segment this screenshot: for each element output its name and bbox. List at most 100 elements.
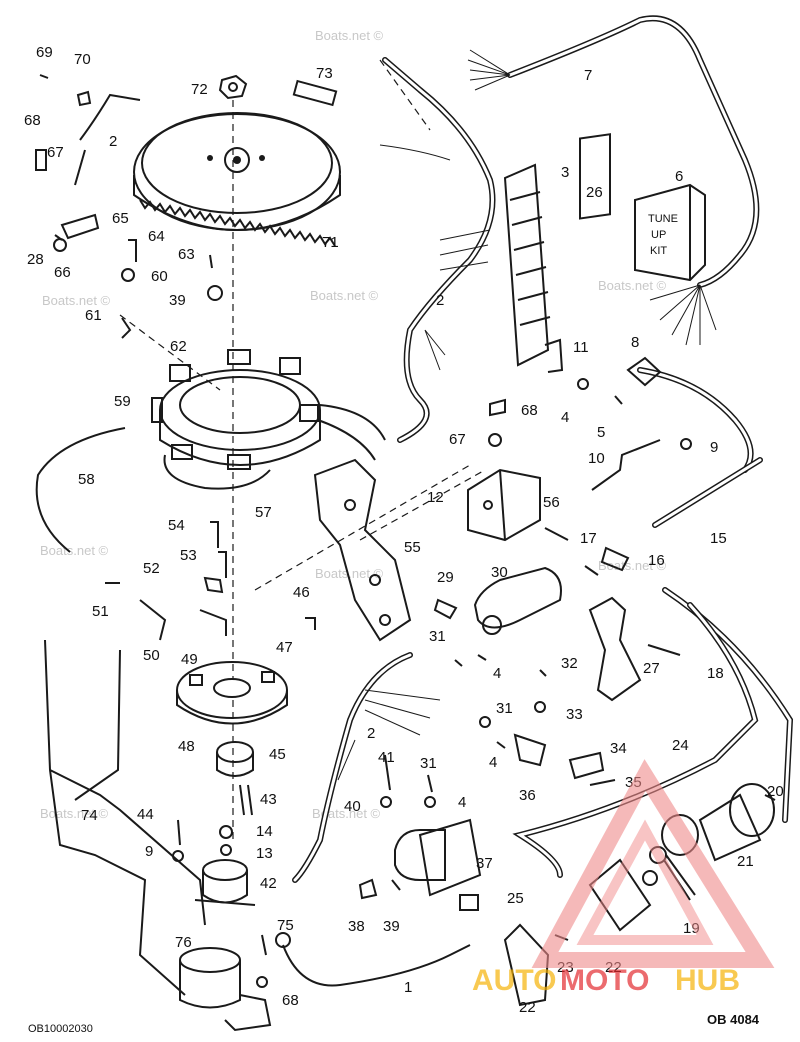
flywheel-nut xyxy=(218,74,248,100)
label-2a: 2 xyxy=(109,133,117,150)
main-harness-cable xyxy=(467,15,760,346)
label-25: 25 xyxy=(507,890,524,907)
label-31a: 31 xyxy=(429,628,446,645)
label-47: 47 xyxy=(276,639,293,656)
wire-harness-lower-inner xyxy=(293,653,412,882)
wire-harness-left-lower xyxy=(74,149,86,186)
stator-lead-loop xyxy=(163,454,271,490)
label-5: 5 xyxy=(597,424,605,441)
label-31c: 31 xyxy=(420,755,437,772)
label-12: 12 xyxy=(427,489,444,506)
ground-lead xyxy=(282,944,471,987)
battery-cable-pos-inner xyxy=(663,588,792,822)
label-40: 40 xyxy=(344,798,361,815)
label-66: 66 xyxy=(54,264,71,281)
label-18: 18 xyxy=(707,665,724,682)
logo-auto: AUTO xyxy=(472,964,556,997)
label-6: 6 xyxy=(675,168,683,185)
label-42: 42 xyxy=(260,875,277,892)
watermark-text: Boats.net © xyxy=(598,558,667,573)
label-67b: 67 xyxy=(449,431,466,448)
watermark-text: Boats.net © xyxy=(315,566,384,581)
decal-26 xyxy=(579,133,611,220)
tune-kit-line1: TUNE xyxy=(648,213,678,225)
stator xyxy=(151,349,321,470)
assembly-lines xyxy=(119,59,486,840)
jumper-wire xyxy=(591,439,661,491)
label-68c: 68 xyxy=(282,992,299,1009)
label-36: 36 xyxy=(519,787,536,804)
label-4d: 4 xyxy=(458,794,466,811)
label-64: 64 xyxy=(148,228,165,245)
label-57: 57 xyxy=(255,504,272,521)
label-27: 27 xyxy=(643,660,660,677)
ground-wire xyxy=(35,427,126,553)
label-46: 46 xyxy=(293,584,310,601)
label-62: 62 xyxy=(170,338,187,355)
watermark-text: Boats.net © xyxy=(40,543,109,558)
label-34: 34 xyxy=(610,740,627,757)
spark-plug-cap xyxy=(626,356,662,387)
wire-harness-left xyxy=(79,93,141,141)
label-31b: 31 xyxy=(496,700,513,717)
label-33: 33 xyxy=(566,706,583,723)
label-43: 43 xyxy=(260,791,277,808)
label-11: 11 xyxy=(573,339,589,356)
label-4b: 4 xyxy=(493,665,501,682)
label-29: 29 xyxy=(437,569,454,586)
label-71: 71 xyxy=(322,234,339,251)
label-76: 76 xyxy=(175,934,192,951)
label-72: 72 xyxy=(191,81,208,98)
label-15: 15 xyxy=(710,530,727,547)
label-68b: 68 xyxy=(521,402,538,419)
label-10: 10 xyxy=(588,450,605,467)
label-59: 59 xyxy=(114,393,131,410)
watermark-text: Boats.net © xyxy=(42,293,111,308)
coil-clamp xyxy=(588,596,642,702)
label-7: 7 xyxy=(584,67,592,84)
watermark-text: Boats.net © xyxy=(40,806,109,821)
label-4a: 4 xyxy=(561,409,569,426)
rectifier xyxy=(467,468,541,542)
mounting-plate xyxy=(503,858,652,1007)
label-16: 16 xyxy=(648,552,665,569)
footer-right-code: OB 4084 xyxy=(707,1012,760,1027)
label-2c: 2 xyxy=(367,725,375,742)
logo-hub: HUB xyxy=(675,964,740,997)
wire-harness-74 xyxy=(44,639,206,996)
label-2b: 2 xyxy=(436,292,444,309)
label-13: 13 xyxy=(256,845,273,862)
label-3: 3 xyxy=(561,164,569,181)
tune-kit-line2: UP xyxy=(651,229,666,241)
footer-left-code: OB10002030 xyxy=(28,1023,93,1035)
harness-lower-leads xyxy=(337,689,441,781)
label-74: 74 xyxy=(81,807,98,824)
label-63: 63 xyxy=(178,246,195,263)
spark-plug-lead-inner xyxy=(638,368,753,472)
terminal-block xyxy=(503,163,551,367)
label-28: 28 xyxy=(27,251,44,268)
label-22b: 22 xyxy=(519,999,536,1016)
label-8: 8 xyxy=(631,334,639,351)
label-14: 14 xyxy=(256,823,273,840)
label-41: 41 xyxy=(378,749,395,766)
label-69: 69 xyxy=(36,44,53,61)
starter-solenoid xyxy=(394,818,482,897)
label-24: 24 xyxy=(672,737,689,754)
label-9a: 9 xyxy=(710,439,718,456)
label-50: 50 xyxy=(143,647,160,664)
label-54: 54 xyxy=(168,517,185,534)
flywheel xyxy=(133,112,341,247)
label-55: 55 xyxy=(404,539,421,556)
tune-up-kit-box: TUNE UP KIT xyxy=(634,183,706,282)
label-44: 44 xyxy=(137,806,154,823)
label-37: 37 xyxy=(476,855,493,872)
watermark-text: Boats.net © xyxy=(598,278,667,293)
part-labels: 1 2 2 2 3 4 4 4 4 5 6 7 8 9 9 10 11 12 1… xyxy=(24,44,784,1016)
high-tension-lead-inner xyxy=(653,458,762,527)
automotohub-logo: AUTO MOTO HUB xyxy=(472,759,775,997)
label-68a: 68 xyxy=(24,112,41,129)
watermark-text: Boats.net © xyxy=(315,28,384,43)
label-52: 52 xyxy=(143,560,160,577)
label-45: 45 xyxy=(269,746,286,763)
